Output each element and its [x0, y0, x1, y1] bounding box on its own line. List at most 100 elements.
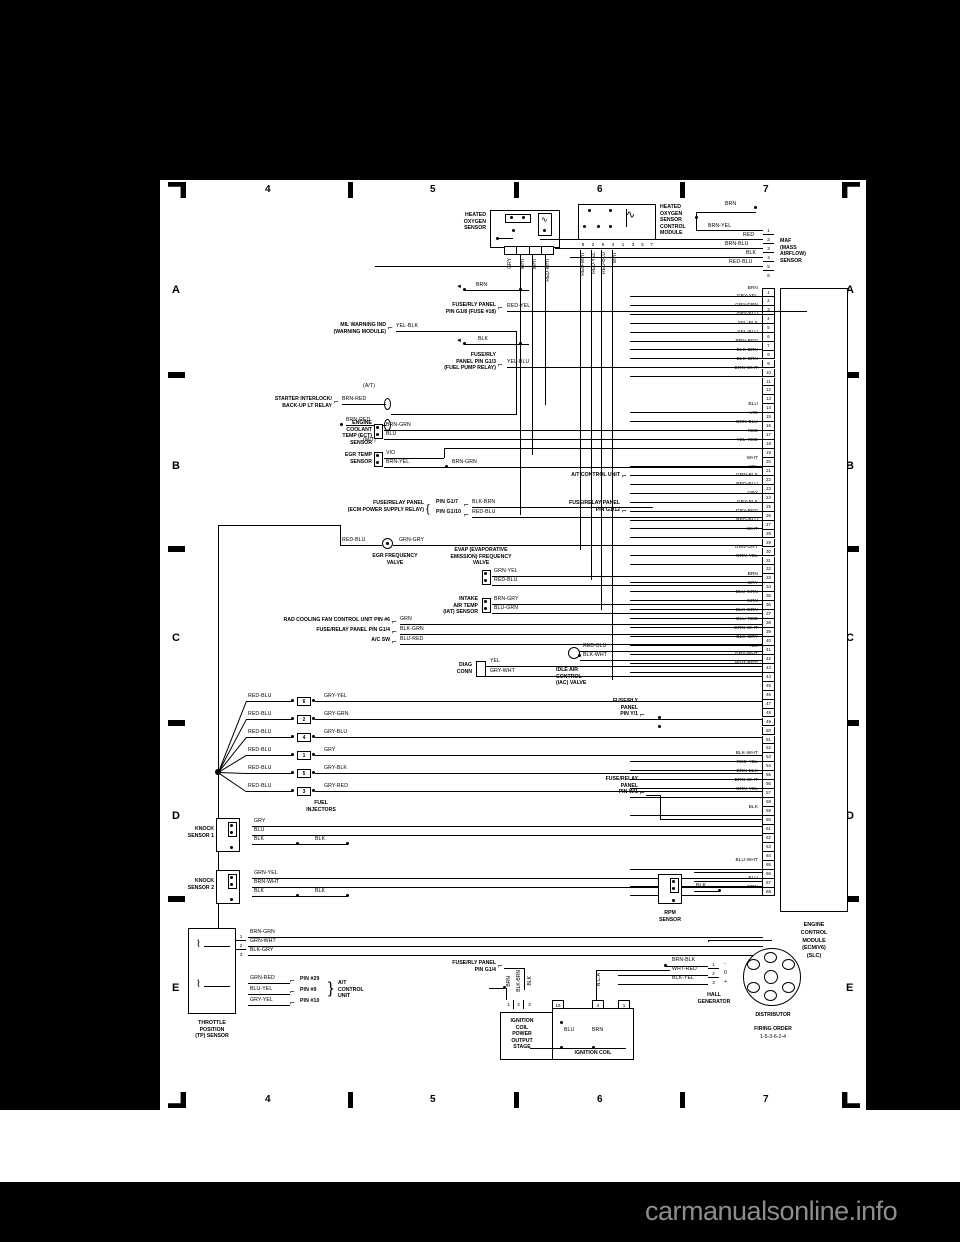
ecm-wire-line-33 — [630, 582, 762, 584]
ecm-wire-label-37: BLK-GRN — [735, 607, 758, 613]
radfan-wire-grn: GRN — [400, 616, 412, 622]
left-power-bus-v — [218, 525, 219, 950]
ecm-pin-19: 19 — [762, 449, 775, 458]
hall-wire-wht-red: WHT-RED — [672, 966, 697, 972]
ecm-wire-line-53 — [630, 761, 762, 763]
ign-coil-wire-blu: BLU — [564, 1027, 575, 1033]
grid-row-E-left: E — [172, 982, 180, 994]
ks2-wire-blk: BLK — [254, 888, 265, 894]
radfan-line — [400, 624, 763, 625]
grid-col-bottom-7: 7 — [763, 1094, 769, 1105]
ecm-pin-28: 28 — [762, 529, 775, 539]
ho2scm-coil-lead — [626, 209, 627, 227]
egr-wire-vio: VIO — [386, 450, 396, 456]
hall-mark-minus: - — [724, 961, 726, 967]
ecm-pin-21: 21 — [762, 467, 775, 476]
ecm-wire-line-42 — [630, 662, 762, 664]
ign-pin-1: 1 — [504, 1000, 514, 1009]
ecm-wire-label-3: GRY-GRN — [735, 303, 758, 309]
tp-sensor-body — [188, 928, 236, 1014]
brn-top-line — [465, 290, 529, 291]
radfan-brace: ⌐ — [392, 617, 397, 626]
maf-brnyel-wire — [696, 230, 763, 231]
injector-splice-line — [217, 772, 246, 775]
evap-valve-connector — [482, 570, 491, 585]
hall-wire-blk-yel: BLK-YEL — [672, 975, 695, 981]
trunk-v-1 — [520, 255, 521, 515]
firing-order-value: 1-5-3-6-2-4 — [760, 1034, 786, 1040]
injector-number: 2 — [297, 715, 311, 724]
injector-right-line — [315, 791, 763, 792]
grid-row-A-right: A — [846, 284, 854, 296]
ecm-wire-label-28: WHT — [746, 527, 758, 533]
ho2s-ground-wire — [497, 238, 513, 239]
starter-out-line — [391, 414, 516, 415]
rpm-dot-1 — [672, 880, 675, 883]
ecm-wire-label-36: GRN — [747, 598, 758, 604]
rpm-blk-end — [718, 889, 721, 892]
maf-pin-1: 1 — [763, 226, 774, 235]
ks1-blk-end — [346, 842, 349, 845]
blk-wire-label: BLK — [478, 336, 489, 342]
ho2s-dot-2 — [522, 216, 525, 219]
ecm-wire-label-65: BLU-WHT — [735, 858, 758, 864]
tp-at-pin-10: PIN #10 — [300, 998, 320, 1004]
brn-top-wire-label: BRN — [476, 282, 488, 288]
ks1-wire-gry: GRY — [254, 818, 266, 824]
injector-number: 1 — [297, 751, 311, 760]
ecm-wire-label-5: YEL-BLK — [737, 321, 758, 327]
ecm-wire-line-67 — [630, 886, 762, 888]
tp-wire-grn-wht: GRN-WHT — [250, 938, 276, 944]
ign-coil-wire-brn: BRN — [592, 1027, 604, 1033]
injector-number: 5 — [297, 769, 311, 778]
tp-at-line-3 — [248, 1005, 290, 1006]
rpm-dot-2 — [672, 887, 675, 890]
injector-dot-left — [291, 789, 294, 792]
tp-at-brace-3: ⌐ — [290, 998, 295, 1007]
ign-pin-2: 2 — [514, 1000, 524, 1009]
ecm-wire-label-6: YEL-BLU — [737, 330, 758, 336]
ecm-pin-40: 40 — [762, 637, 775, 646]
ign-coil-d1 — [560, 1021, 563, 1024]
maf-brn-wire-v — [696, 212, 697, 230]
ecm-pin-45: 45 — [762, 681, 775, 691]
ho2scm-pin-6: 6 — [598, 240, 608, 249]
fuse-w1-brace: ⌐ — [640, 788, 645, 797]
ecm-wire-line-68 — [630, 895, 762, 897]
rpm-grn-line — [694, 881, 763, 882]
iat-brngry-line — [492, 604, 763, 605]
ecm-pin-55: 55 — [762, 771, 775, 781]
maf-pin-6: 6 — [763, 271, 774, 280]
ecm-wire-line-34 — [630, 591, 762, 593]
injector-left-wire: RED-BLU — [248, 783, 272, 789]
tp-at-wire-blu-yel: BLU-YEL — [250, 986, 273, 992]
ecm-wire-line-43 — [630, 671, 762, 673]
starter-interlock-label: STARTER INTERLOCK/BACK-UP LT RELAY — [274, 396, 332, 409]
egr-vio-line-v — [444, 448, 445, 458]
ecm-body — [780, 288, 848, 912]
ecm-wire-line-22 — [630, 483, 762, 485]
ecm-pin-7: 7 — [762, 341, 775, 351]
ecm-pin-17: 17 — [762, 431, 775, 441]
ecm-wire-line-4 — [630, 322, 762, 324]
injector-number: 6 — [297, 697, 311, 706]
wiring-diagram-sheet: 4 5 6 7 4 5 6 7 A B C D E A B C D E HEAT… — [160, 180, 866, 1110]
ecm-pin-4: 4 — [762, 314, 775, 324]
injector-right-line — [315, 737, 763, 738]
corner-mark-bottom-right — [842, 1092, 860, 1108]
ecm-wire-line-25 — [630, 510, 762, 512]
ks1-gry-line — [252, 826, 763, 827]
injector-left-line — [246, 719, 292, 720]
iat-wire-blu-grn: BLU-GRN — [494, 605, 519, 611]
ecm-wire-line-3 — [630, 313, 762, 315]
ho2s-conn-div1 — [516, 247, 517, 255]
grid-tick-bottom-1 — [348, 1092, 353, 1108]
ecm-pin-49: 49 — [762, 717, 775, 727]
ks1-gnd-dot — [230, 846, 233, 849]
ecm-wire-label-25: GRY-BLK — [736, 500, 758, 506]
mil-wire-yel-blk: YEL-BLK — [396, 323, 419, 329]
